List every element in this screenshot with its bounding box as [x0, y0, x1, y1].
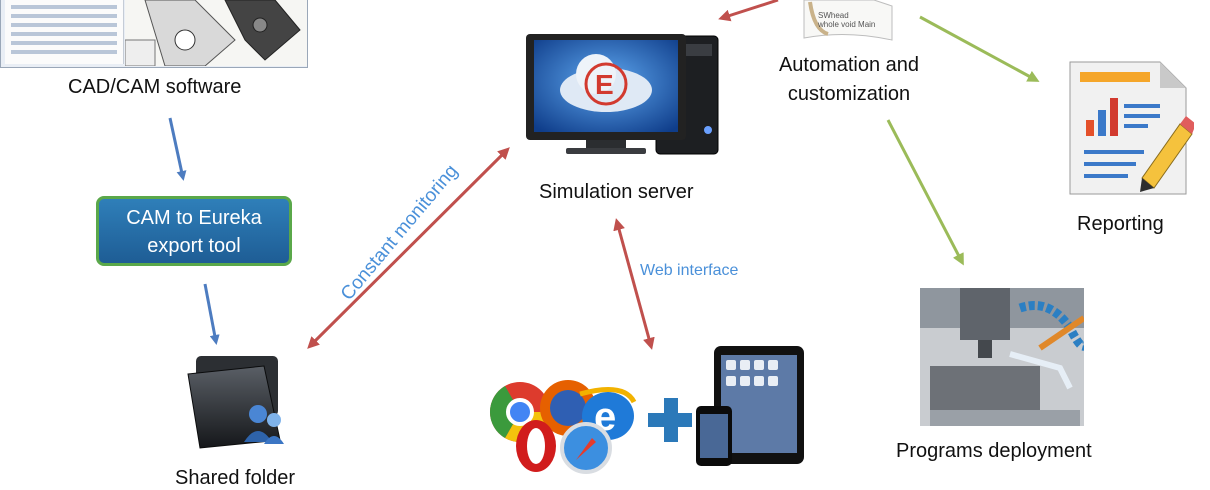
cad-tree-panel: [5, 0, 124, 64]
tablet-and-phone-icon: [696, 346, 804, 466]
svg-text:E: E: [595, 69, 614, 100]
arrow-shared-server-monitoring: [307, 147, 510, 349]
shared-folder-icon: [187, 356, 284, 449]
cnc-machining-photo: [920, 288, 1084, 426]
cam-to-eureka-export-tool: CAM to Eureka export tool: [96, 196, 292, 266]
export-label-line2: export tool: [147, 235, 241, 257]
arrow-cad-to-export: [168, 117, 187, 181]
browser-logos-icon: e: [489, 380, 637, 474]
automation-label: Automation and customization: [758, 51, 940, 109]
doc-snippet-line2: whole void Main: [818, 20, 876, 29]
export-label-line1: CAM to Eureka: [126, 207, 262, 229]
reporting-label: Reporting: [1077, 213, 1164, 235]
arrow-automation-to-deployment: [886, 119, 964, 266]
arrow-automation-to-server: [718, 0, 779, 22]
reporting-document-icon: [1069, 61, 1194, 195]
simulation-server-label: Simulation server: [539, 181, 694, 203]
cad-cam-screenshot: [0, 0, 308, 68]
automation-script-document-icon: [803, 0, 893, 41]
simulation-server-computer-icon: E: [526, 34, 719, 155]
doc-snippet: SWhead whole void Main: [818, 11, 875, 29]
arrow-automation-to-reporting: [919, 15, 1040, 82]
automation-label-line2: customization: [787, 83, 911, 105]
programs-deployment-label: Programs deployment: [896, 440, 1092, 462]
arrow-export-to-shared: [203, 283, 220, 345]
web-interface-label: Web interface: [640, 262, 739, 279]
shared-folder-label: Shared folder: [175, 467, 296, 489]
automation-label-line1: Automation and: [778, 54, 920, 76]
plus-icon: [648, 398, 692, 442]
cad-3d-view: [124, 0, 307, 67]
arrow-server-web: [613, 218, 655, 350]
doc-snippet-line1: SWhead: [818, 11, 849, 20]
cad-cam-label: CAD/CAM software: [68, 76, 242, 98]
